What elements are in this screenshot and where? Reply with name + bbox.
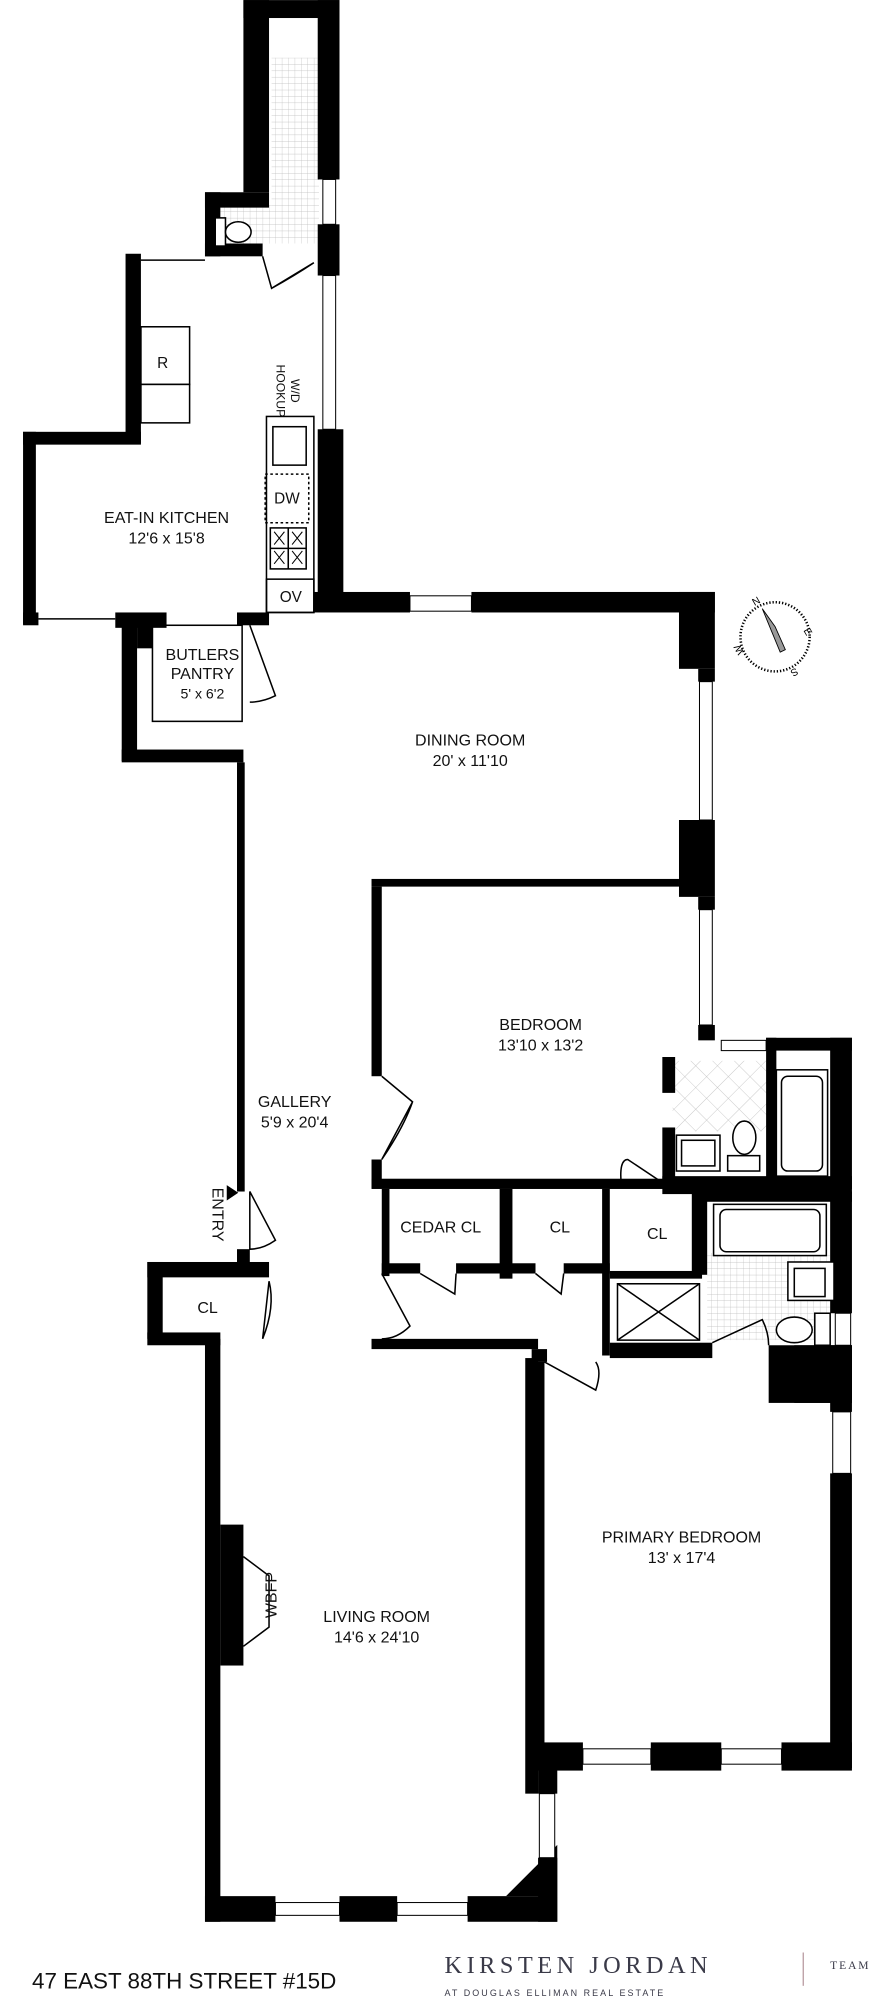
logo-team: TEAM xyxy=(830,1960,870,1972)
oven-label: OV xyxy=(280,589,303,606)
closet-label: CL xyxy=(647,1226,668,1243)
cedar-closet-label: CEDAR CL xyxy=(400,1220,481,1237)
pantry-name-1: BUTLERS xyxy=(166,647,240,664)
bedroom-dims: 13'10 x 13'2 xyxy=(498,1038,583,1055)
logo-subtitle: AT DOUGLAS ELLIMAN REAL ESTATE xyxy=(445,1988,666,1998)
bathtub-icon xyxy=(712,1069,829,1257)
gallery-dims: 5'9 x 20'4 xyxy=(261,1114,329,1131)
compass-north: N xyxy=(751,595,763,608)
bedroom-name: BEDROOM xyxy=(499,1017,582,1034)
closet-label: CL xyxy=(197,1300,218,1317)
stove-icon xyxy=(273,531,303,565)
doors-and-lines xyxy=(38,256,770,1647)
primary-bedroom-dims: 13' x 17'4 xyxy=(648,1550,716,1567)
walls xyxy=(23,0,852,1922)
wd-hookup-label-1: W/D xyxy=(288,379,302,403)
living-room-dims: 14'6 x 24'10 xyxy=(334,1629,419,1646)
refrigerator-label: R xyxy=(157,355,168,372)
entry-arrow-icon xyxy=(226,1185,239,1201)
entry-label: ENTRY xyxy=(209,1188,226,1242)
pantry-name-2: PANTRY xyxy=(171,666,235,683)
refrigerator xyxy=(140,326,191,424)
closet-label: CL xyxy=(550,1220,571,1237)
compass-south: S xyxy=(788,665,800,678)
fixtures: R W/D HOOKUP DW OV xyxy=(140,217,835,1347)
kitchen-dims: 12'6 x 15'8 xyxy=(128,530,204,547)
toilet-icon xyxy=(214,217,252,247)
kitchen-name: EAT-IN KITCHEN xyxy=(104,510,229,527)
dining-dims: 20' x 11'10 xyxy=(433,753,508,770)
primary-bedroom-name: PRIMARY BEDROOM xyxy=(602,1530,761,1547)
gallery-name: GALLERY xyxy=(258,1094,332,1111)
room-labels: EAT-IN KITCHEN 12'6 x 15'8 BUTLERS PANTR… xyxy=(104,510,761,1647)
toilet-icon xyxy=(726,1120,831,1347)
counter xyxy=(264,415,315,614)
property-address: 47 EAST 88TH STREET #15D xyxy=(32,1968,336,1993)
sink-icon xyxy=(675,1134,835,1302)
living-room-name: LIVING ROOM xyxy=(323,1609,430,1626)
dishwasher-label: DW xyxy=(274,491,300,508)
fireplace-label: WBFP xyxy=(264,1572,281,1618)
agency-logo: KIRSTEN JORDAN TEAM AT DOUGLAS ELLIMAN R… xyxy=(445,1952,870,1998)
logo-name: KIRSTEN JORDAN xyxy=(445,1952,713,1979)
compass-icon: N E S W xyxy=(732,595,813,678)
wd-hookup-label-2: HOOKUP xyxy=(274,364,288,417)
compass-east: E xyxy=(801,626,814,638)
dining-name: DINING ROOM xyxy=(415,733,525,750)
pantry-dims: 5' x 6'2 xyxy=(181,685,225,701)
windows xyxy=(274,178,852,1916)
